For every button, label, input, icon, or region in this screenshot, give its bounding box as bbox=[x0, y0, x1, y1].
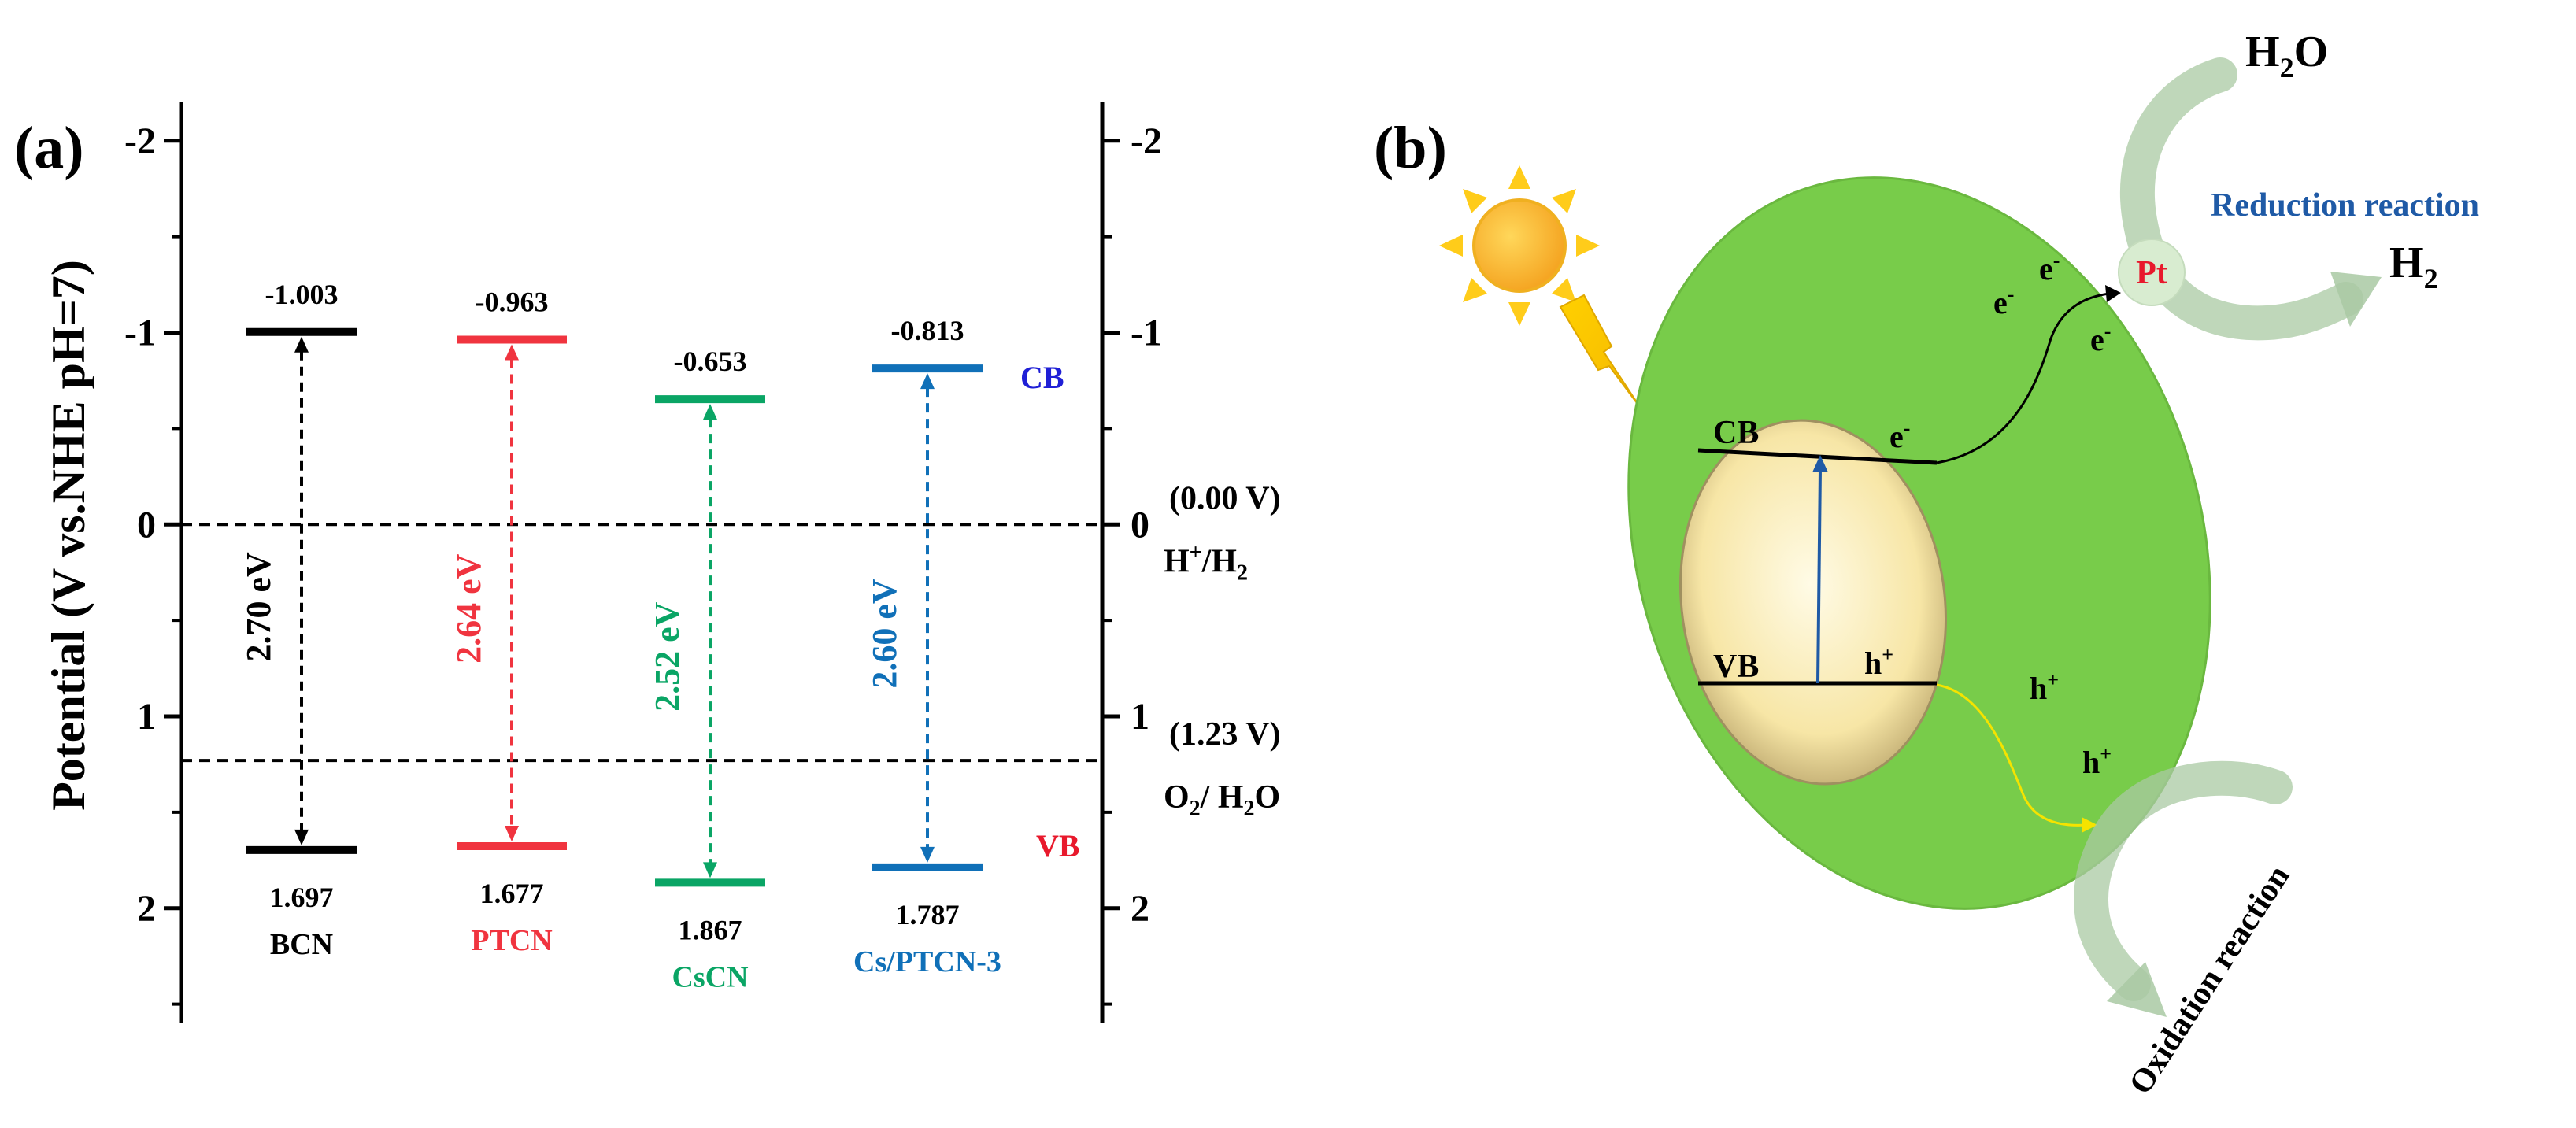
cb-value-label: -0.813 bbox=[891, 315, 964, 346]
svg-text:e-: e- bbox=[2090, 320, 2111, 357]
band-gap-arrowhead-bottom bbox=[505, 826, 519, 842]
band-gap-arrowhead-top bbox=[703, 404, 717, 420]
sun-icon bbox=[1439, 165, 1600, 326]
cb-electron-label: e- bbox=[1889, 416, 1910, 454]
right-tick-label: -2 bbox=[1131, 120, 1162, 162]
cb-line bbox=[1697, 448, 1938, 465]
svg-text:h+: h+ bbox=[2082, 742, 2112, 780]
right-tick-label: 0 bbox=[1131, 504, 1149, 546]
svg-text:e-: e- bbox=[1889, 416, 1910, 454]
right-tick-label: 2 bbox=[1131, 888, 1149, 930]
excitation-arrow bbox=[1816, 468, 1822, 684]
hole-transfer-arrow bbox=[1936, 683, 2087, 827]
transfer-hole-label-2: h+ bbox=[2082, 742, 2112, 780]
reference-couple-label: H+/H2 bbox=[1164, 540, 1248, 585]
oxidation-cycle-arrowhead bbox=[2107, 962, 2167, 1017]
vb-value-label: 1.867 bbox=[679, 914, 742, 945]
reduction-cycle-arrowhead bbox=[2330, 272, 2382, 327]
oxidation-cycle-arrow bbox=[2074, 760, 2293, 1001]
reference-lines: (0.00 V) H+/H2 (1.23 V) O2/ H2O bbox=[181, 480, 1281, 821]
vb-hole-label: h+ bbox=[1864, 643, 1893, 681]
hydrogen-label: H2 bbox=[2389, 239, 2438, 294]
svg-text:e-: e- bbox=[1993, 283, 2014, 320]
panel-b-label: (b) bbox=[1374, 115, 1447, 181]
left-tick-label: 0 bbox=[137, 504, 156, 546]
electron-transfer-arrow bbox=[1936, 291, 2117, 464]
reduction-reaction-label: Reduction reaction bbox=[2211, 187, 2479, 224]
axes: -2 -2 -1 -1 0 0 1 1 2 2 bbox=[124, 102, 1162, 1023]
left-tick-label: 2 bbox=[137, 888, 156, 930]
svg-text:e-: e- bbox=[2039, 249, 2060, 287]
hole-transfer-arrowhead bbox=[2082, 817, 2097, 833]
material-name-label: PTCN bbox=[471, 924, 552, 957]
pt-cocatalyst bbox=[2118, 239, 2186, 306]
vb-value-label: 1.697 bbox=[270, 882, 334, 913]
reference-potential-label: (0.00 V) bbox=[1169, 480, 1281, 516]
left-tick-label: -2 bbox=[124, 120, 156, 162]
pt-label: Pt bbox=[2136, 255, 2167, 291]
vb-value-label: 1.787 bbox=[896, 899, 960, 930]
band-gap-arrowhead-bottom bbox=[920, 846, 935, 863]
svg-text:h+: h+ bbox=[1864, 643, 1893, 681]
reference-couple-label: O2/ H2O bbox=[1164, 779, 1280, 821]
panel-a-label: (a) bbox=[14, 115, 84, 181]
band-gap-arrowhead-top bbox=[505, 344, 519, 361]
cb-label: CB bbox=[1020, 360, 1064, 395]
transfer-electron-label-1: e- bbox=[1993, 283, 2014, 320]
y-axis-title: Potential (V vs.NHE pH=7) bbox=[43, 260, 94, 811]
transfer-electron-label-3: e- bbox=[2090, 320, 2111, 357]
band-gap-label: 2.64 eV bbox=[450, 553, 488, 664]
svg-text:H2: H2 bbox=[2389, 239, 2438, 294]
material-name-label: CsCN bbox=[672, 960, 748, 993]
band-gap-label: 2.70 eV bbox=[239, 552, 278, 662]
transfer-electron-label-2: e- bbox=[2039, 249, 2060, 287]
band-gap-label: 2.52 eV bbox=[648, 601, 687, 712]
band-gap-arrowhead-bottom bbox=[294, 829, 309, 845]
material-name-label: Cs/PTCN-3 bbox=[853, 945, 1001, 978]
cb-value-label: -0.653 bbox=[674, 346, 747, 377]
lightning-bolt-icon bbox=[1559, 294, 1642, 410]
band-gap-label: 2.60 eV bbox=[865, 579, 904, 689]
material-name-label: BCN bbox=[270, 928, 333, 961]
vb-label: VB bbox=[1036, 828, 1080, 864]
svg-text:h+: h+ bbox=[2030, 668, 2059, 706]
excitation-arrowhead bbox=[1812, 455, 1828, 472]
right-tick-label: 1 bbox=[1131, 696, 1149, 738]
band-gap-arrowhead-top bbox=[920, 373, 935, 390]
cb-value-label: -0.963 bbox=[476, 287, 549, 318]
semiconductor-core bbox=[1679, 419, 1947, 786]
band-gap-arrowhead-bottom bbox=[703, 862, 717, 878]
svg-text:H2O: H2O bbox=[2245, 28, 2328, 83]
left-tick-label: 1 bbox=[137, 696, 156, 738]
water-label: H2O bbox=[2245, 28, 2328, 83]
core-vb-label: VB bbox=[1713, 649, 1759, 685]
band-gap-arrowhead-top bbox=[294, 336, 309, 353]
reference-potential-label: (1.23 V) bbox=[1169, 716, 1281, 753]
cb-value-label: -1.003 bbox=[265, 279, 339, 310]
electron-transfer-arrowhead bbox=[2105, 285, 2121, 302]
right-tick-label: -1 bbox=[1131, 313, 1162, 354]
panel-a-band-diagram: (a) Potential (V vs.NHE pH=7) -2 -2 -1 -1 0 0… bbox=[14, 102, 1281, 1023]
vb-value-label: 1.677 bbox=[480, 878, 544, 909]
left-tick-label: -1 bbox=[124, 313, 156, 354]
core-cb-label: CB bbox=[1713, 415, 1759, 451]
transfer-hole-label-1: h+ bbox=[2030, 668, 2059, 706]
panel-b-mechanism: (b) CB VB bbox=[1374, 28, 2479, 1100]
